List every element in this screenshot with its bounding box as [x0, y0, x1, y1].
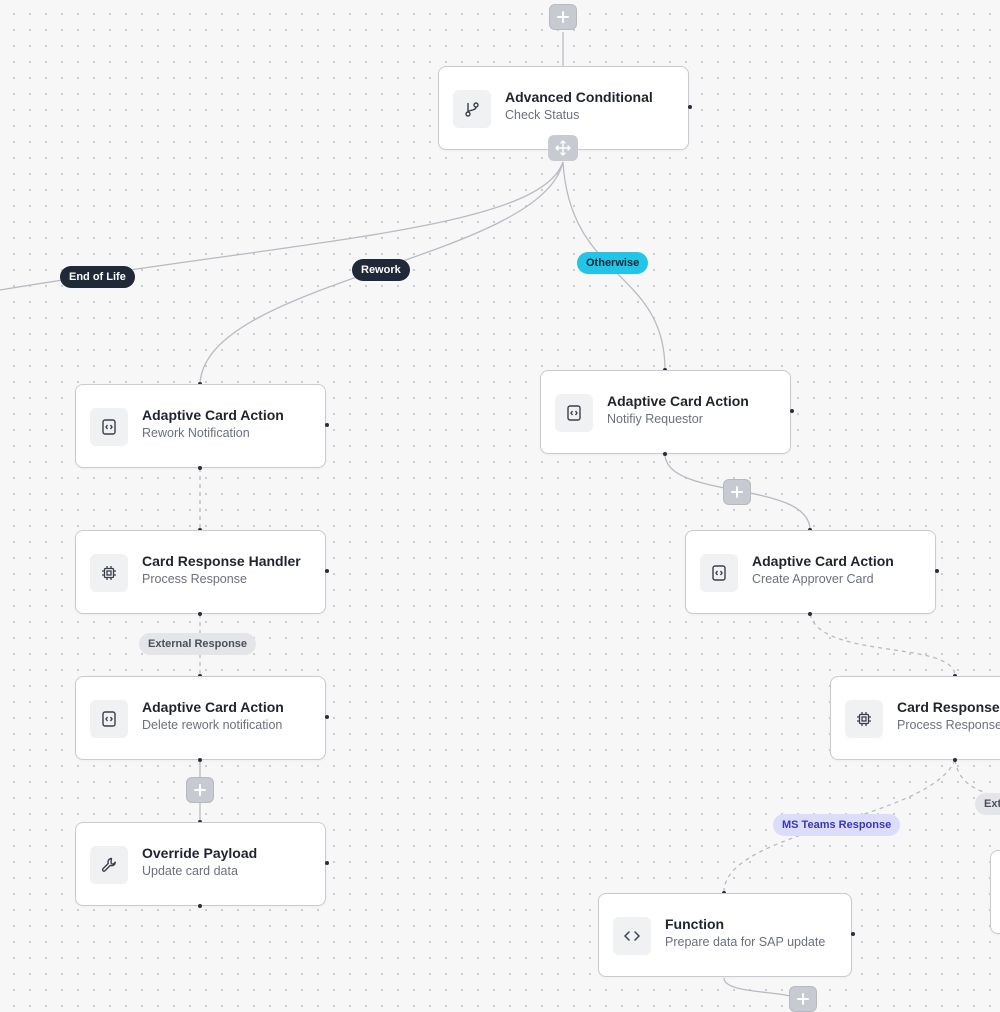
node-rework-notification[interactable]: Adaptive Card Action Rework Notification	[75, 384, 329, 468]
node-title: Override Payload	[142, 845, 258, 861]
output-handle-bottom[interactable]	[198, 612, 202, 616]
plus-icon	[194, 784, 206, 796]
node-card-response-handler-right[interactable]: Card Response H Process Response	[830, 676, 1000, 760]
edge-approver-to-handler	[809, 613, 956, 677]
node-notify-requestor[interactable]: Adaptive Card Action Notifiy Requestor	[540, 370, 794, 454]
move-icon	[555, 140, 571, 156]
output-handle-bottom[interactable]	[198, 758, 202, 762]
wrench-icon	[90, 846, 128, 884]
node-subtitle: Delete rework notification	[142, 718, 283, 732]
node-title: Adaptive Card Action	[752, 553, 894, 569]
plus-icon	[557, 11, 569, 23]
node-title: Card Response Handler	[142, 553, 301, 569]
output-handle[interactable]	[325, 423, 329, 427]
add-step-button[interactable]	[186, 777, 214, 803]
output-handle[interactable]	[325, 715, 329, 719]
output-handle-bottom[interactable]	[198, 904, 202, 908]
node-title: Adaptive Card Action	[142, 699, 284, 715]
node-title: Card Response H	[897, 699, 1000, 715]
node-create-approver-card[interactable]: Adaptive Card Action Create Approver Car…	[685, 530, 939, 614]
node-title: Adaptive Card Action	[142, 407, 284, 423]
node-subtitle: Create Approver Card	[752, 572, 874, 586]
node-subtitle: Update card data	[142, 864, 238, 878]
node-function[interactable]: Function Prepare data for SAP update	[598, 893, 855, 977]
node-title: Adaptive Card Action	[607, 393, 749, 409]
add-step-button-top[interactable]	[549, 4, 577, 30]
node-subtitle: Process Response	[897, 718, 1000, 732]
code-card-icon	[90, 700, 128, 738]
plus-icon	[731, 486, 743, 498]
node-subtitle: Prepare data for SAP update	[665, 935, 826, 949]
move-handle[interactable]	[548, 135, 578, 161]
branch-icon	[453, 90, 491, 128]
node-subtitle: Notifiy Requestor	[607, 412, 703, 426]
node-subtitle: Check Status	[505, 108, 580, 122]
edge-label-ms-teams-response[interactable]: MS Teams Response	[773, 814, 901, 836]
edge-label-otherwise[interactable]: Otherwise	[577, 252, 649, 274]
chip-icon	[845, 700, 883, 738]
node-title: Advanced Conditional	[505, 89, 653, 105]
output-handle-bottom[interactable]	[808, 612, 812, 616]
add-step-button-bottom[interactable]	[789, 986, 817, 1012]
output-handle-bottom[interactable]	[663, 452, 667, 456]
edge-label-rework[interactable]: Rework	[352, 259, 410, 281]
output-handle[interactable]	[325, 861, 329, 865]
edge-label-end-of-life[interactable]: End of Life	[60, 266, 135, 288]
edge-label-external-response[interactable]: External Response	[139, 633, 257, 655]
code-card-icon	[555, 394, 593, 432]
output-handle[interactable]	[790, 409, 794, 413]
output-handle-bottom[interactable]	[953, 758, 957, 762]
output-handle[interactable]	[851, 932, 855, 936]
chip-icon	[90, 554, 128, 592]
node-subtitle: Process Response	[142, 572, 247, 586]
code-card-icon	[700, 554, 738, 592]
add-step-button[interactable]	[723, 479, 751, 505]
node-delete-rework-notification[interactable]: Adaptive Card Action Delete rework notif…	[75, 676, 329, 760]
edge-label-external-response-partial[interactable]: Ext	[975, 793, 1000, 815]
code-icon	[613, 917, 651, 955]
node-card-response-handler[interactable]: Card Response Handler Process Response	[75, 530, 329, 614]
output-handle[interactable]	[325, 569, 329, 573]
output-handle[interactable]	[935, 569, 939, 573]
node-override-payload[interactable]: Override Payload Update card data	[75, 822, 329, 906]
node-subtitle: Rework Notification	[142, 426, 250, 440]
code-card-icon	[90, 408, 128, 446]
plus-icon	[797, 993, 809, 1005]
output-handle[interactable]	[688, 105, 692, 109]
output-handle-bottom[interactable]	[198, 466, 202, 470]
node-title: Function	[665, 916, 725, 932]
node-partial-right[interactable]	[990, 850, 1000, 934]
